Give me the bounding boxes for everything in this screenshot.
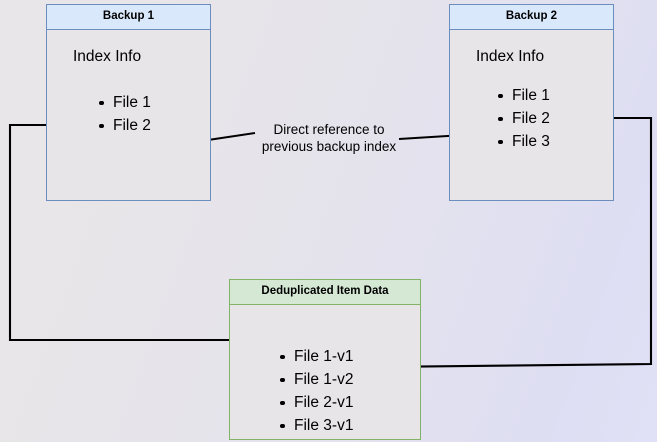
node-backup-1-item-list: File 1 File 2 [97,91,151,137]
node-backup-2[interactable]: Backup 2 Index Info File 1 File 2 File 3 [449,4,614,201]
node-backup-2-section-title: Index Info [476,47,545,65]
edge-label-line-1: Direct reference to [273,122,385,137]
list-item[interactable]: File 1 [496,84,550,107]
node-deduplicated-item-data[interactable]: Deduplicated Item Data File 1-v1 File 1-… [229,279,421,440]
edge-label-direct-reference: Direct reference to previous backup inde… [249,121,409,155]
list-item[interactable]: File 3 [496,130,550,153]
node-deduplicated-item-data-title: Deduplicated Item Data [230,280,420,305]
node-backup-1-section-title: Index Info [73,47,142,65]
list-item[interactable]: File 2 [97,114,151,137]
list-item[interactable]: File 1-v1 [278,345,353,368]
node-backup-1-title: Backup 1 [47,5,210,30]
edge-label-line-2: previous backup index [261,139,397,154]
list-item[interactable]: File 2 [496,107,550,130]
node-backup-2-title: Backup 2 [450,5,613,30]
node-backup-2-item-list: File 1 File 2 File 3 [496,84,550,153]
list-item[interactable]: File 2-v1 [278,391,353,414]
list-item[interactable]: File 3-v1 [278,414,353,437]
list-item[interactable]: File 1 [97,91,151,114]
node-backup-1[interactable]: Backup 1 Index Info File 1 File 2 [46,4,211,201]
node-deduplicated-item-data-item-list: File 1-v1 File 1-v2 File 2-v1 File 3-v1 [278,345,353,437]
list-item[interactable]: File 1-v2 [278,368,353,391]
